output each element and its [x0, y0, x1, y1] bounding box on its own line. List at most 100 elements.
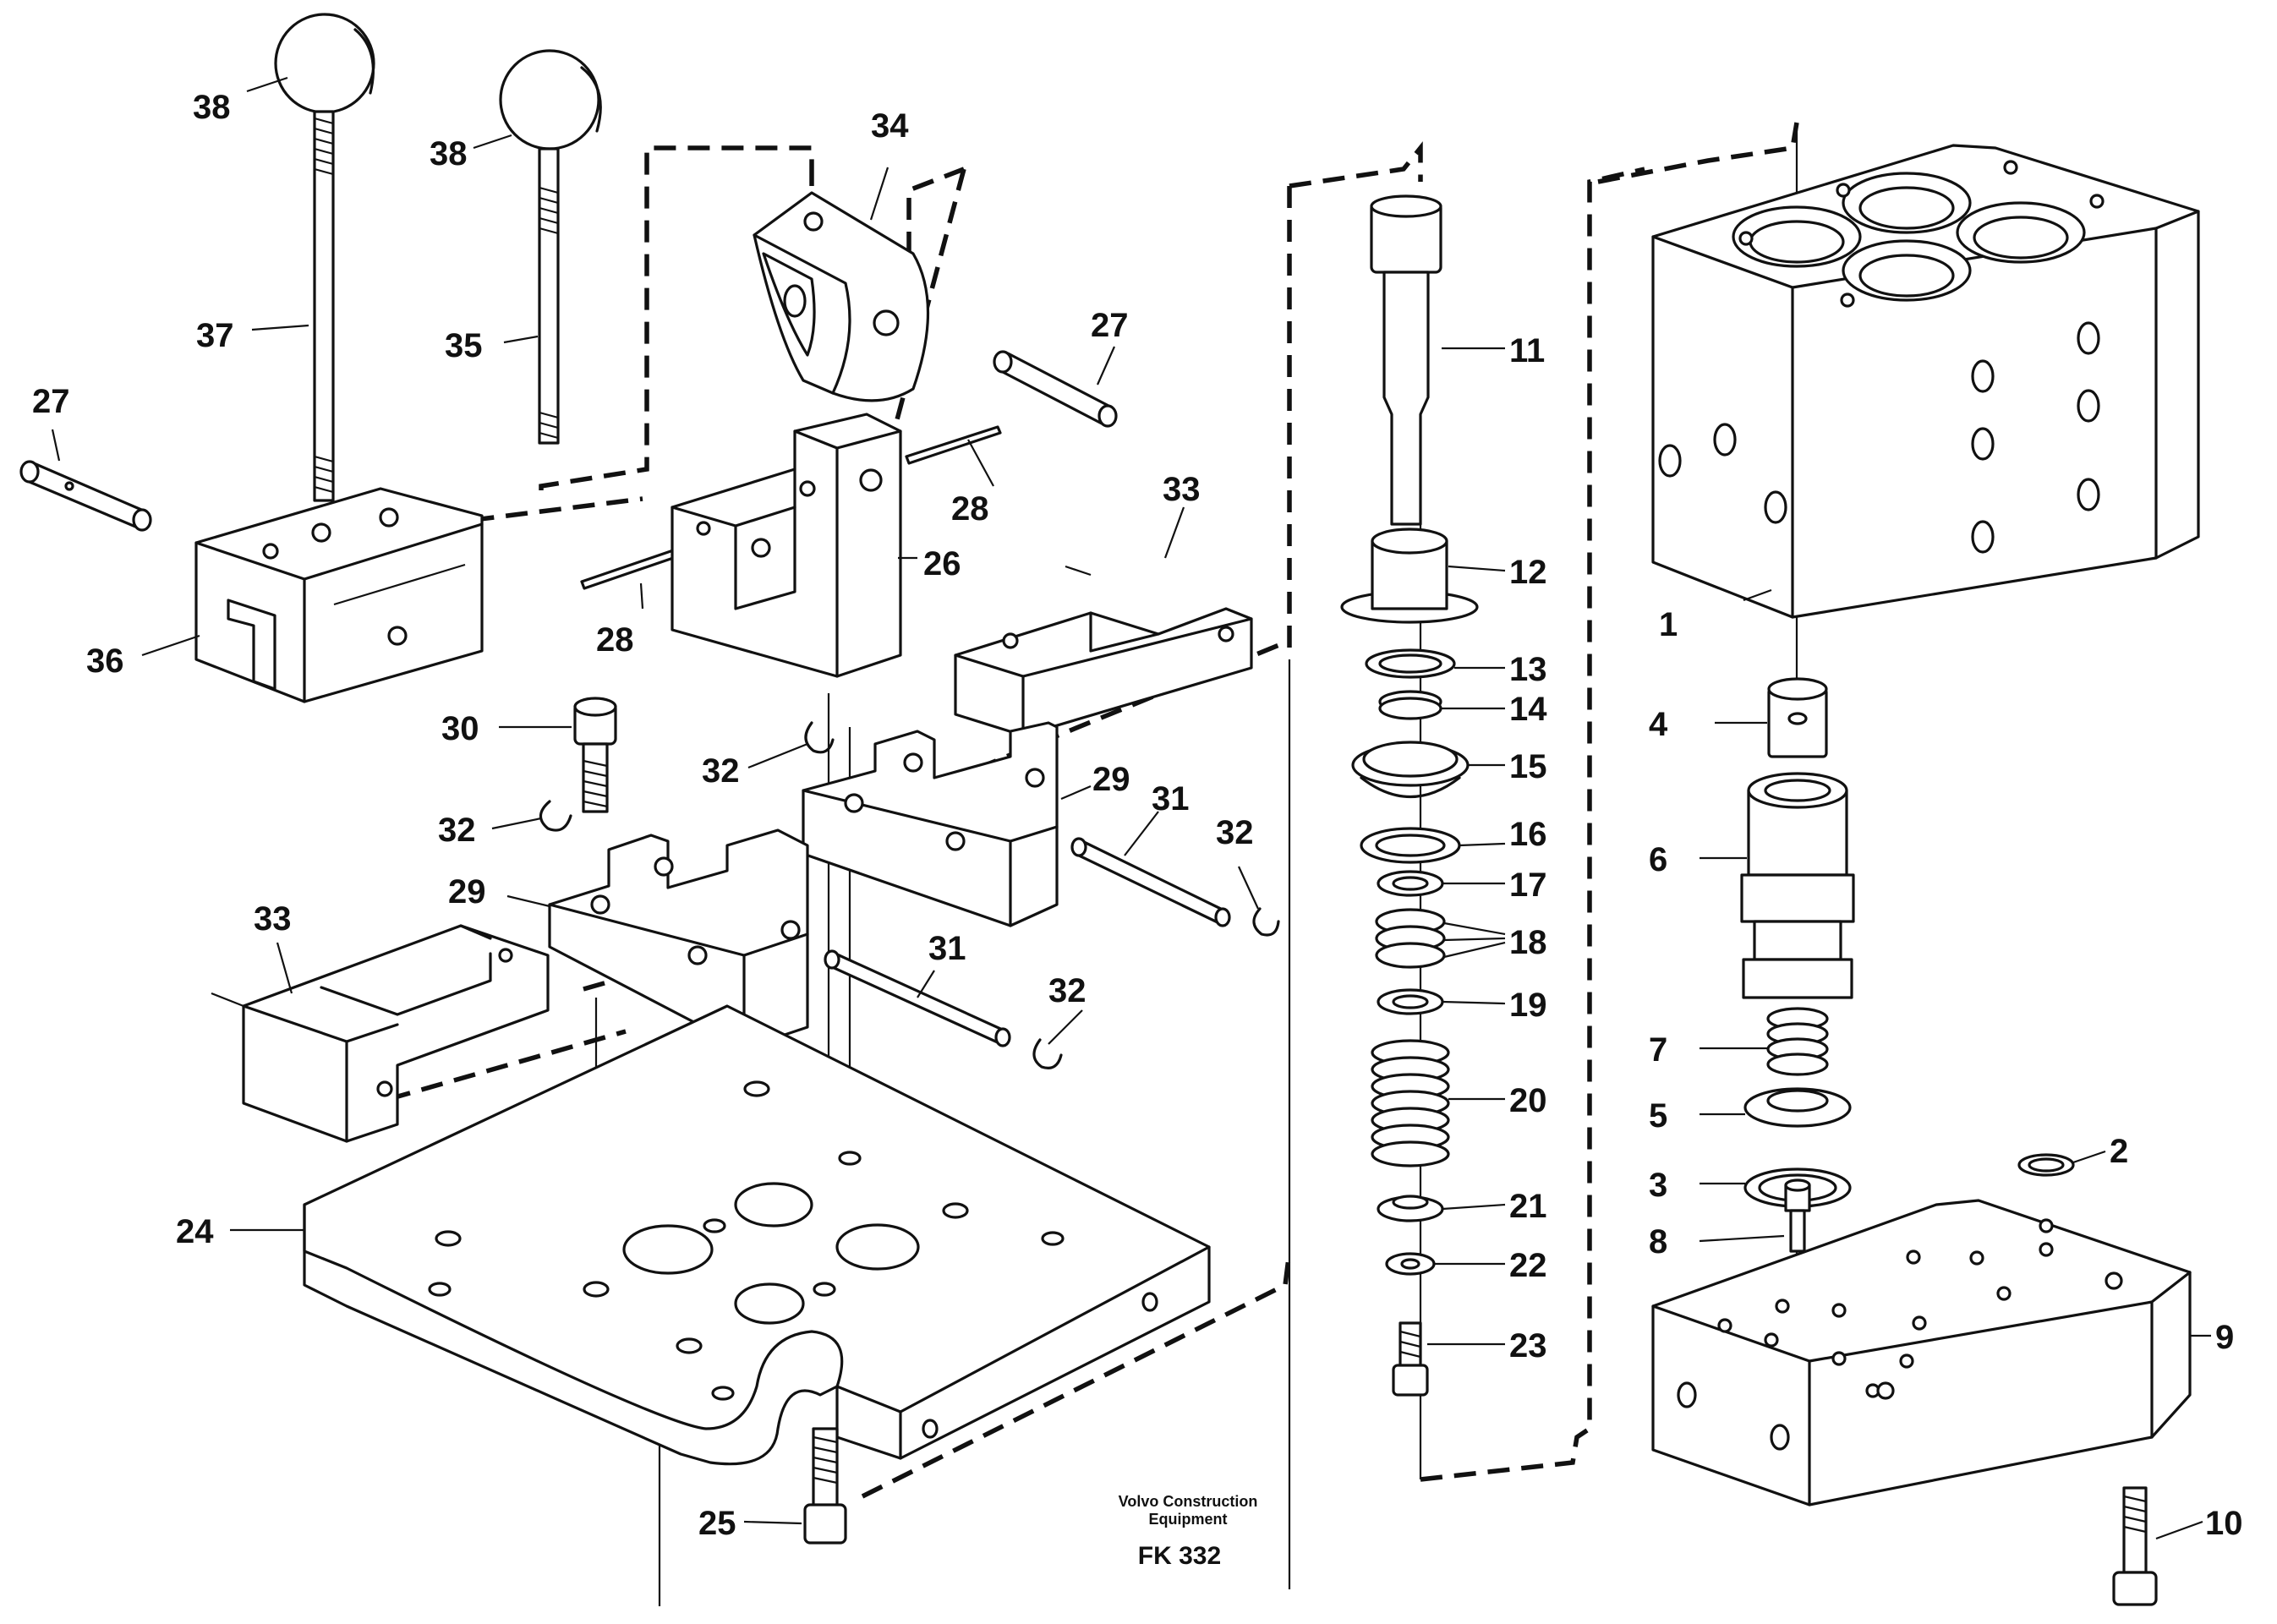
- callout-8: 8: [1649, 1223, 1667, 1260]
- part-8-pin: [1784, 1178, 1811, 1253]
- stamp-company-line1: Volvo Construction: [1119, 1493, 1258, 1510]
- part-32-circlip-b: [539, 800, 572, 832]
- part-30-bolt: [573, 697, 617, 813]
- part-15-cup: [1351, 741, 1470, 799]
- part-12-sleeve: [1340, 528, 1479, 624]
- callout-11: 11: [1509, 332, 1545, 369]
- callout-1: 1: [1659, 606, 1678, 643]
- callout-27-left: 27: [32, 383, 70, 420]
- callout-34: 34: [871, 107, 909, 145]
- callout-17: 17: [1509, 867, 1547, 904]
- part-35-rod: [538, 147, 560, 445]
- callout-22: 22: [1509, 1247, 1547, 1284]
- part-7-spring: [1766, 1007, 1829, 1076]
- part-5-washer: [1743, 1087, 1852, 1128]
- callout-14: 14: [1509, 691, 1547, 728]
- part-10-bolt: [2112, 1486, 2158, 1606]
- part-27-pin-left: [19, 460, 152, 532]
- callout-36: 36: [86, 642, 124, 680]
- leader-lines: [51, 76, 2211, 1540]
- part-34-cam: [753, 191, 930, 402]
- callout-labels: 38 38 37 35 34 27 27 28 28 26 33 33 36 3…: [32, 89, 2243, 1542]
- callout-38-right: 38: [430, 135, 468, 172]
- callout-18: 18: [1509, 924, 1547, 961]
- part-4-sleeve: [1767, 677, 1828, 758]
- part-29-bracket-upper: [802, 721, 1059, 927]
- part-22-washer: [1385, 1252, 1436, 1276]
- callout-29-upper: 29: [1092, 761, 1130, 798]
- stamp-company-line2: Equipment: [1149, 1511, 1228, 1528]
- part-24-base-plate: [303, 1004, 1211, 1466]
- callout-27-right: 27: [1091, 307, 1129, 344]
- callout-38-left: 38: [193, 89, 231, 126]
- part-23-screw: [1392, 1321, 1429, 1397]
- callout-28-lower: 28: [596, 621, 634, 659]
- part-1-valve-housing: [1651, 144, 2200, 619]
- part-32-circlip-a: [804, 721, 835, 754]
- part-26-bracket: [671, 413, 902, 678]
- callout-28-upper: 28: [951, 490, 989, 528]
- callout-6: 6: [1649, 841, 1667, 878]
- part-11-plunger: [1370, 194, 1442, 526]
- callout-32-c: 32: [1216, 814, 1254, 851]
- part-28-roll-pin-upper: [905, 425, 1002, 465]
- part-2-ring: [2017, 1153, 2075, 1177]
- callout-15: 15: [1509, 748, 1547, 785]
- part-31-pin-lower: [824, 949, 1011, 1047]
- part-38-knob-left: [274, 13, 375, 114]
- callout-3: 3: [1649, 1167, 1667, 1204]
- callout-26: 26: [923, 545, 961, 582]
- part-18-shims: [1375, 908, 1446, 969]
- callout-32-b: 32: [438, 812, 476, 849]
- part-31-pin-upper: [1070, 837, 1231, 927]
- part-33-frame-lower: [211, 924, 550, 1143]
- callout-32-a: 32: [702, 752, 740, 790]
- part-13-ring: [1365, 648, 1456, 679]
- part-36-block: [194, 487, 484, 703]
- callout-20: 20: [1509, 1082, 1547, 1119]
- drawing-stamp: Volvo Construction Equipment FK 332: [1119, 1493, 1258, 1570]
- callout-23: 23: [1509, 1327, 1547, 1364]
- callout-32-d: 32: [1048, 972, 1087, 1009]
- callout-12: 12: [1509, 554, 1547, 591]
- callout-35: 35: [445, 327, 483, 364]
- part-17-washer: [1377, 870, 1444, 897]
- callout-10: 10: [2205, 1505, 2243, 1542]
- assembly-dashed-lines: [304, 122, 1799, 1499]
- callout-4: 4: [1649, 706, 1668, 743]
- part-25-bolt: [803, 1427, 847, 1545]
- part-38-knob-right: [499, 49, 602, 150]
- part-32-circlip-d: [1032, 1038, 1063, 1069]
- callout-19: 19: [1509, 987, 1547, 1024]
- callout-29-lower: 29: [448, 873, 486, 910]
- part-33-frame-upper: [954, 565, 1253, 737]
- callout-5: 5: [1649, 1097, 1667, 1135]
- callout-33-lower: 33: [254, 900, 292, 938]
- callout-30: 30: [441, 710, 479, 747]
- part-16-washer: [1360, 827, 1461, 864]
- callout-31-lower: 31: [928, 930, 966, 967]
- part-27-pin-right: [993, 350, 1118, 428]
- part-37-rod: [313, 110, 335, 502]
- part-6-spool: [1740, 772, 1855, 999]
- callout-37: 37: [196, 317, 234, 354]
- callout-9: 9: [2215, 1319, 2234, 1356]
- part-21-washer: [1377, 1195, 1444, 1222]
- callout-24: 24: [176, 1213, 214, 1250]
- callout-33-upper: 33: [1163, 471, 1201, 508]
- part-32-circlip-c: [1252, 907, 1280, 937]
- part-29-bracket-lower: [548, 828, 809, 1050]
- part-14-ring: [1378, 690, 1442, 720]
- callout-21: 21: [1509, 1188, 1547, 1225]
- part-20-spring: [1371, 1039, 1450, 1167]
- callout-25: 25: [698, 1505, 736, 1542]
- callout-16: 16: [1509, 816, 1547, 853]
- callout-31-upper: 31: [1152, 780, 1190, 817]
- part-9-cover-block: [1651, 1199, 2192, 1506]
- part-19-washer: [1377, 988, 1444, 1015]
- callout-7: 7: [1649, 1031, 1667, 1069]
- callout-2: 2: [2110, 1133, 2128, 1170]
- stamp-drawing-code: FK 332: [1138, 1542, 1221, 1570]
- callout-13: 13: [1509, 651, 1547, 688]
